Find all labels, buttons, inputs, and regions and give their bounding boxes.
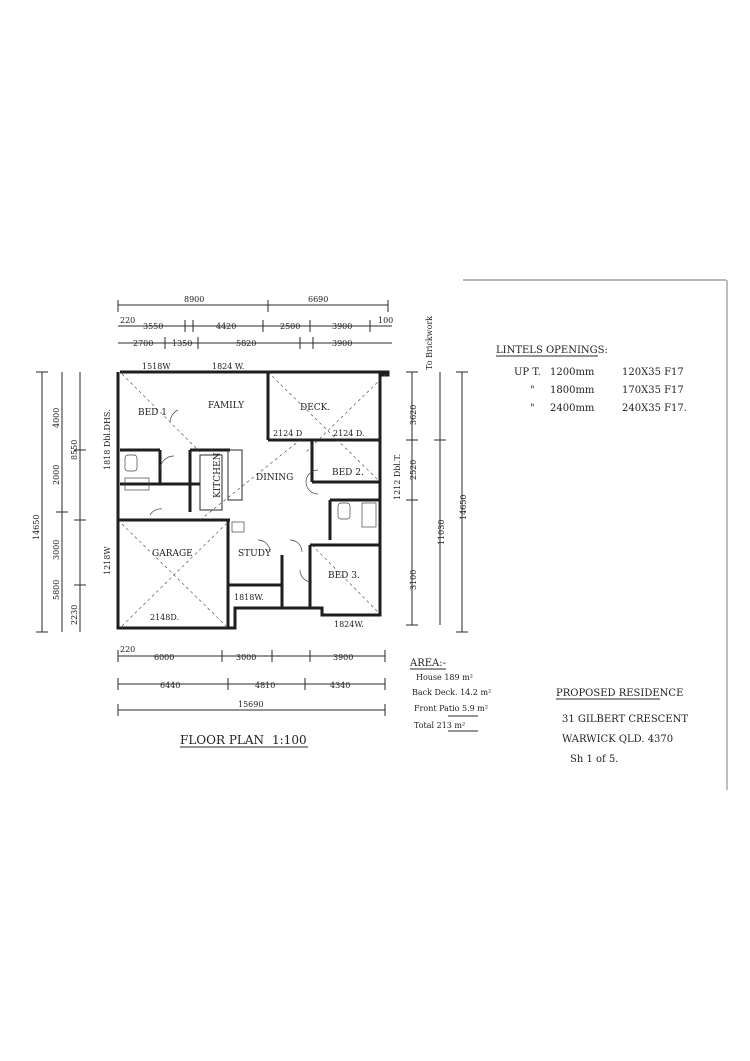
window-label-3: 2124 D	[273, 429, 302, 438]
room-labels: BED 1 FAMILY DECK. KITCHEN DINING BED 2.…	[138, 401, 364, 581]
area-row-2: Back Deck. 14.2 m²	[412, 688, 491, 697]
dim-top-window-1: 2700	[133, 339, 153, 348]
dim-bottom-mid-3: 4340	[330, 681, 350, 690]
dim-right-3: 11030	[437, 520, 446, 545]
dim-bottom-wall-4: 3900	[333, 653, 353, 662]
dim-top-overall-1: 8900	[184, 295, 204, 304]
fixtures	[124, 454, 377, 533]
dim-right-1: 3620	[409, 405, 418, 425]
residence-line-1: 31 GILBERT CRESCENT	[562, 714, 688, 725]
right-dimensions: 3620 2520 3100 11030 14650 To Brickwork	[406, 316, 468, 633]
window-label-4: 2124 D.	[333, 429, 365, 438]
dim-left-3: 2000	[52, 465, 61, 485]
window-label-8: 1818W.	[234, 593, 264, 602]
lintel-row-1-size: 1200mm	[550, 367, 595, 378]
lintel-row-1-spec: 120X35 F17	[622, 367, 684, 378]
residence-heading: PROPOSED RESIDENCE	[556, 688, 683, 699]
residence-line-3: Sh 1 of 5.	[570, 754, 618, 765]
dim-top-window-4: 3900	[332, 339, 352, 348]
lintel-row-2-label: "	[530, 385, 535, 396]
room-label-deck: DECK.	[300, 403, 330, 413]
dim-left-1: 4000	[52, 408, 61, 428]
floor-plan-walls	[116, 370, 390, 630]
dim-bottom-mid-1: 6440	[160, 681, 180, 690]
lintel-row-3-spec: 240X35 F17.	[622, 403, 687, 414]
dim-top-overall-2: 6690	[308, 295, 328, 304]
dim-top-window-3: 5820	[236, 339, 256, 348]
window-label-1: 1518W	[142, 362, 171, 371]
residence-block: PROPOSED RESIDENCE 31 GILBERT CRESCENT W…	[556, 688, 688, 765]
room-label-study: STUDY	[238, 549, 272, 559]
lintel-row-3-size: 2400mm	[550, 403, 595, 414]
dim-bottom-mid-2: 4810	[255, 681, 275, 690]
window-label-9: 1824W.	[334, 620, 364, 629]
dim-top-wall-4: 2500	[280, 322, 300, 331]
lintel-row-2-spec: 170X35 F17	[622, 385, 684, 396]
room-label-dining: DINING	[256, 473, 293, 483]
dim-right-5: 3100	[409, 570, 418, 590]
dim-right-overall: 14650	[459, 495, 468, 520]
lintels-block: LINTELS OPENINGS: UP T. 1200mm 120X35 F1…	[496, 345, 687, 414]
dim-bottom-wall-2: 6000	[154, 653, 174, 662]
bottom-dimensions: 220 6000 3000 3900 6440 4810 4340 15690	[117, 645, 386, 716]
dim-left-2: 8550	[70, 440, 79, 460]
area-row-3: Front Patio 5.9 m²	[414, 704, 488, 713]
lintel-row-2-size: 1800mm	[550, 385, 595, 396]
room-label-kitchen: KITCHEN	[213, 452, 223, 498]
dim-bottom-overall: 15690	[238, 700, 263, 709]
window-label-2: 1824 W.	[212, 362, 244, 371]
door-swings	[149, 409, 319, 583]
dim-top-wall-3: 4420	[216, 322, 236, 331]
plan-title: FLOOR PLAN 1:100	[180, 733, 308, 748]
plan-scale: 1:100	[272, 733, 307, 747]
room-label-bed3: BED 3.	[328, 571, 360, 581]
top-dimensions: 8900 6690 220 3550 4420 2500 3900 100 27…	[117, 295, 393, 349]
area-block: AREA:- House 189 m² Back Deck. 14.2 m² F…	[409, 658, 491, 732]
lintel-row-3-label: "	[530, 403, 535, 414]
window-labels: 1518W 1824 W. 2124 D 2124 D. 1818 Dbl.DH…	[103, 362, 402, 629]
dim-bottom-wall-3: 3000	[236, 653, 256, 662]
window-label-10: 1212 Dbl.T.	[393, 454, 402, 500]
dim-left-5: 5800	[52, 580, 61, 600]
dim-top-wall-1: 220	[120, 316, 135, 325]
dim-left-6: 2230	[70, 605, 79, 625]
left-dimensions: 14650 4000 8550 2000 3000 5800 2230	[32, 371, 86, 633]
dim-top-window-2: 1350	[172, 339, 192, 348]
area-row-4: Total 213 m²	[414, 721, 465, 730]
dim-left-overall: 14650	[32, 515, 41, 540]
dim-bottom-wall-1: 220	[120, 645, 135, 654]
dim-top-wall-6: 100	[378, 316, 393, 325]
side-label-brickwork: To Brickwork	[425, 316, 434, 370]
dim-top-wall-2: 3550	[143, 322, 163, 331]
dim-top-wall-5: 3900	[332, 322, 352, 331]
plan-title-text: FLOOR PLAN	[180, 733, 264, 747]
room-label-garage: GARAGE	[152, 549, 193, 559]
window-label-6: 1218W	[103, 546, 112, 575]
area-heading: AREA:-	[409, 658, 446, 669]
window-label-7: 2148D.	[150, 613, 179, 622]
lintel-row-1-label: UP T.	[514, 367, 541, 378]
dim-left-4: 3000	[52, 540, 61, 560]
lintels-heading: LINTELS OPENINGS:	[496, 345, 608, 356]
residence-line-2: WARWICK QLD. 4370	[562, 734, 673, 745]
floor-plan-diagonals	[121, 371, 387, 627]
area-row-1: House 189 m²	[416, 673, 473, 682]
room-label-family: FAMILY	[208, 401, 245, 411]
dim-right-2: 2520	[409, 460, 418, 480]
window-label-5: 1818 Dbl.DHS.	[103, 409, 112, 470]
room-label-bed1: BED 1	[138, 408, 167, 418]
room-label-bed2: BED 2.	[332, 468, 364, 478]
